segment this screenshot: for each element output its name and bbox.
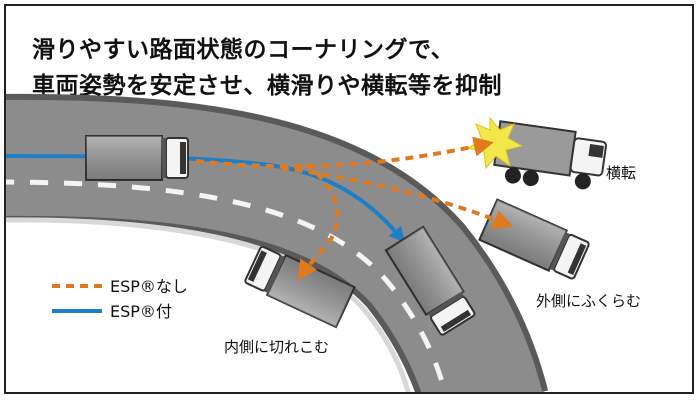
title-line-1: 滑りやすい路面状態のコーナリングで、 <box>32 37 455 63</box>
label-rollover: 横転 <box>606 164 636 182</box>
label-cut-in: 内側に切れこむ <box>224 338 329 356</box>
diagram-frame: 滑りやすい路面状態のコーナリングで、 車両姿勢を安定させ、横滑りや横転等を抑制 <box>4 4 694 394</box>
title-line-2: 車両姿勢を安定させ、横滑りや横転等を抑制 <box>32 73 502 99</box>
path-rollover <box>195 136 494 169</box>
path-cut-in <box>297 162 340 281</box>
impact-flash-icon <box>466 116 524 170</box>
road-diagram: 横転 外側にふくらむ 内側に切れこむ ESP®なし ESP®付 <box>6 93 641 392</box>
truck-main <box>85 135 189 181</box>
legend-label-without-esp: ESP®なし <box>110 277 188 296</box>
path-swing-out <box>280 166 514 229</box>
label-swing-out: 外側にふくらむ <box>536 292 641 310</box>
truck-rollover <box>493 120 607 190</box>
legend: ESP®なし ESP®付 <box>52 277 188 321</box>
legend-label-with-esp: ESP®付 <box>110 302 172 321</box>
